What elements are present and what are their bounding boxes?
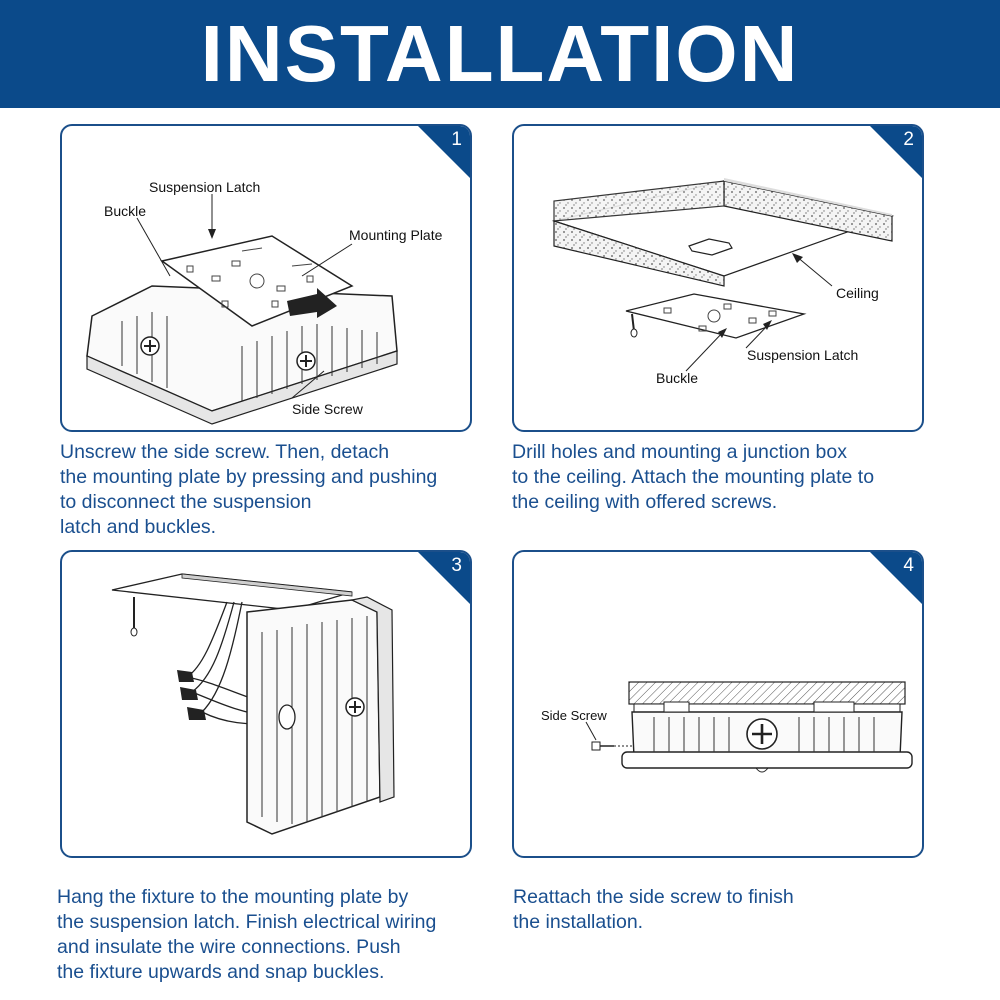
caption-line: latch and buckles. xyxy=(60,516,217,538)
label-mounting-plate: Mounting Plate xyxy=(349,227,443,243)
step-3-corner xyxy=(416,552,470,606)
caption-line: to disconnect the suspension xyxy=(60,491,312,513)
step-3-panel: 3 xyxy=(60,550,472,858)
step-2-panel: 2 xyxy=(512,124,924,432)
step-1-corner xyxy=(416,126,470,180)
step-2-illustration: Ceiling Suspension Latch Buckle xyxy=(551,178,895,386)
step-1-panel: 1 xyxy=(60,124,472,432)
step-2-caption: Drill holes and mounting a junction box … xyxy=(512,440,874,515)
step-3-illustration xyxy=(111,573,395,835)
caption-line: the installation. xyxy=(513,911,644,933)
caption-line: Reattach the side screw to finish xyxy=(513,886,794,908)
step-2-corner xyxy=(868,126,922,180)
caption-line: the ceiling with offered screws. xyxy=(512,491,778,513)
step-1-number: 1 xyxy=(451,129,462,150)
step-4-number: 4 xyxy=(903,555,914,576)
label-buckle: Buckle xyxy=(104,203,146,219)
caption-line: and insulate the wire connections. Push xyxy=(57,936,401,958)
step-4-panel: 4 Side Screw xyxy=(512,550,924,858)
header-banner: INSTALLATION xyxy=(0,0,1000,108)
step-1-illustration: Suspension Latch Buckle Mounting Plate S… xyxy=(86,179,443,425)
caption-line: Drill holes and mounting a junction box xyxy=(512,441,847,463)
label-buckle: Buckle xyxy=(656,370,698,386)
caption-line: the fixture upwards and snap buckles. xyxy=(57,961,385,983)
page-title: INSTALLATION xyxy=(200,9,800,98)
step-2-number: 2 xyxy=(903,129,914,150)
label-suspension-latch: Suspension Latch xyxy=(747,347,858,363)
label-side-screw: Side Screw xyxy=(292,401,364,417)
step-4-caption: Reattach the side screw to finish the in… xyxy=(513,885,794,935)
label-side-screw: Side Screw xyxy=(541,708,607,723)
caption-line: the suspension latch. Finish electrical … xyxy=(57,911,437,933)
caption-line: Unscrew the side screw. Then, detach xyxy=(60,441,390,463)
caption-line: Hang the fixture to the mounting plate b… xyxy=(57,886,409,908)
step-4-corner xyxy=(868,552,922,606)
step-1-caption: Unscrew the side screw. Then, detach the… xyxy=(60,440,437,540)
step-3-number: 3 xyxy=(451,555,462,576)
label-suspension-latch: Suspension Latch xyxy=(149,179,260,195)
step-3-caption: Hang the fixture to the mounting plate b… xyxy=(57,885,436,985)
caption-line: the mounting plate by pressing and pushi… xyxy=(60,466,438,488)
caption-line: to the ceiling. Attach the mounting plat… xyxy=(512,466,875,488)
step-4-illustration: Side Screw xyxy=(541,681,913,773)
label-ceiling: Ceiling xyxy=(836,285,879,301)
